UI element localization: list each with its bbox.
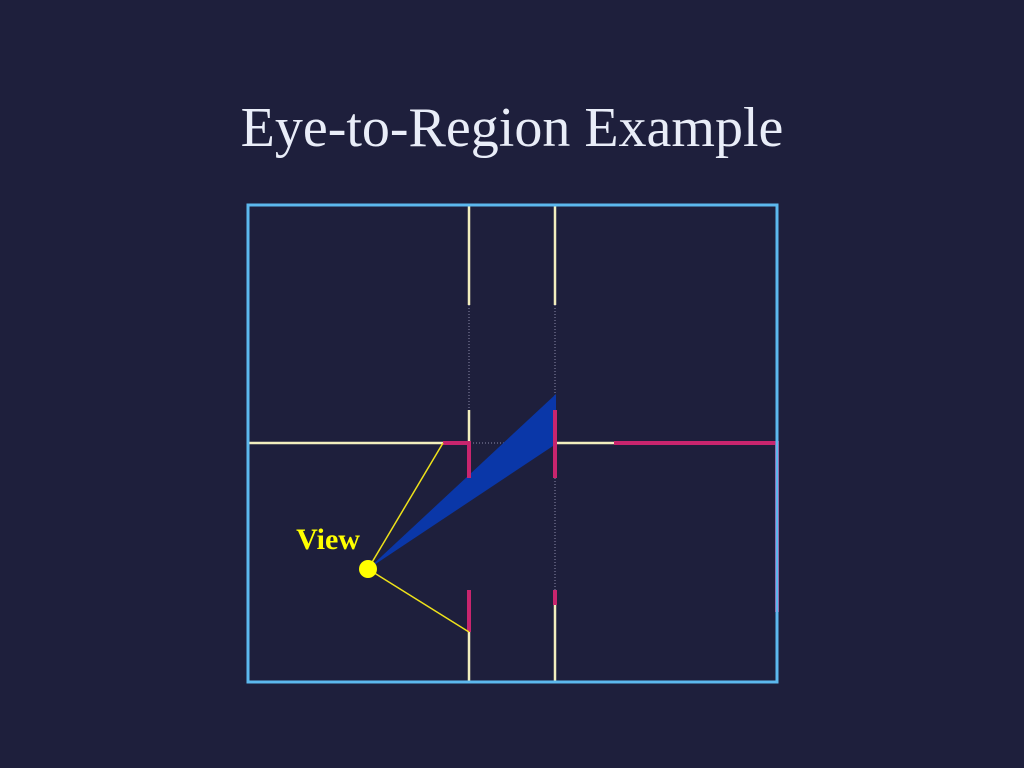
sightline-lower <box>367 568 470 633</box>
sightline-upper <box>367 442 444 570</box>
view-cone <box>368 394 556 569</box>
sightlines <box>367 442 470 633</box>
highlight-wall-right <box>614 441 779 612</box>
slide-title: Eye-to-Region Example <box>240 97 784 159</box>
outer-border <box>246 203 779 684</box>
highlight-wall-corner <box>443 441 471 478</box>
view-label: View <box>296 523 360 556</box>
viewpoint <box>359 560 377 578</box>
